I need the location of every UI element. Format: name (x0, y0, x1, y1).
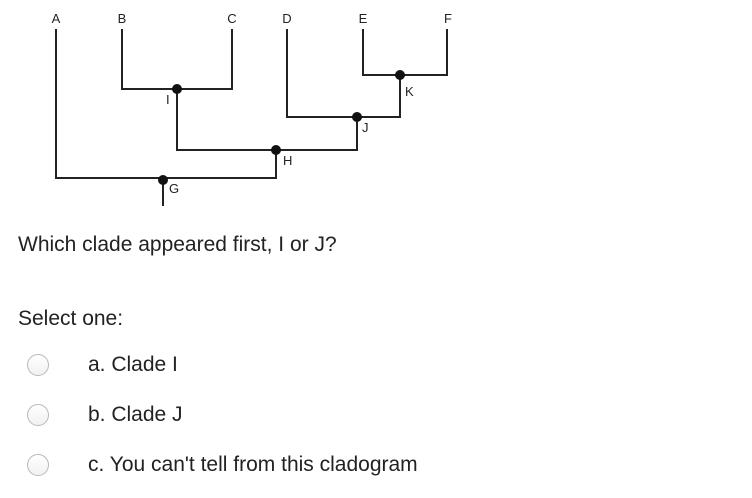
taxon-label-d: D (282, 11, 291, 26)
option-b-label[interactable]: b. Clade J (88, 403, 183, 426)
taxon-label-e: E (359, 11, 368, 26)
answer-options: a. Clade I b. Clade J c. You can't tell … (0, 340, 752, 490)
taxon-label-f: F (444, 11, 452, 26)
node-label-j: J (362, 120, 369, 135)
option-c[interactable]: c. You can't tell from this cladogram (0, 440, 752, 490)
node-label-k: K (405, 84, 414, 99)
taxon-label-a: A (52, 11, 61, 26)
node-h-marker (271, 145, 281, 155)
node-label-g: G (169, 181, 179, 196)
branch-d (286, 29, 358, 118)
node-k-marker (395, 70, 405, 80)
node-label-i: I (166, 92, 170, 107)
node-g-marker (158, 175, 168, 185)
select-one-prompt: Select one: (18, 307, 124, 330)
taxon-label-c: C (227, 11, 236, 26)
branch-k-stem (356, 74, 401, 118)
option-c-label[interactable]: c. You can't tell from this cladogram (88, 453, 418, 476)
taxon-label-b: B (118, 11, 127, 26)
option-b-radio[interactable] (27, 404, 49, 426)
option-b[interactable]: b. Clade J (0, 390, 752, 440)
node-i-marker (172, 84, 182, 94)
question-text: Which clade appeared first, I or J? (18, 233, 337, 256)
node-label-h: H (283, 153, 292, 168)
branch-i-stem (176, 88, 358, 151)
node-j-marker (352, 112, 362, 122)
option-a-label[interactable]: a. Clade I (88, 353, 178, 376)
option-a-radio[interactable] (27, 354, 49, 376)
branch-e (362, 29, 448, 76)
branch-a (55, 29, 277, 179)
option-a[interactable]: a. Clade I (0, 340, 752, 390)
option-c-radio[interactable] (27, 454, 49, 476)
cladogram: A B C D E F G H I J K (52, 11, 452, 206)
branch-b (121, 29, 233, 90)
